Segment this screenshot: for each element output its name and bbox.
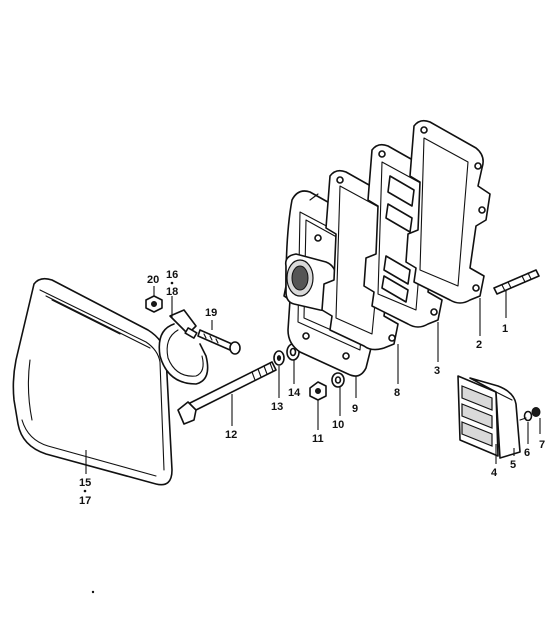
callout-20: 20 (147, 274, 159, 286)
callout-18: 18 (166, 286, 178, 298)
callout-15: 15 (79, 477, 91, 489)
callout-7: 7 (539, 439, 545, 451)
washer-10 (331, 372, 345, 388)
callout-5: 5 (510, 459, 516, 471)
callout-11: 11 (312, 433, 324, 445)
callout-2: 2 (476, 339, 482, 351)
callout-labels: 1 2 3 4 5 6 7 8 9 10 11 12 13 14 15 17 1… (79, 269, 545, 507)
stray-dot (91, 590, 95, 594)
callout-9: 9 (352, 403, 358, 415)
stud-1 (493, 269, 540, 295)
nut-11 (309, 381, 327, 401)
gasket-2 (405, 119, 491, 304)
callout-19: 19 (205, 307, 217, 319)
callout-6: 6 (524, 447, 530, 459)
callout-4: 4 (491, 467, 498, 479)
clamp-16-18 (158, 309, 209, 385)
washer-13 (273, 350, 285, 366)
callout-10: 10 (332, 419, 344, 431)
silencer-cover (12, 277, 173, 486)
screw-19 (197, 329, 241, 355)
callout-13: 13 (271, 401, 283, 413)
reed-valve-4-5 (457, 375, 521, 459)
screw-6-7 (519, 407, 541, 422)
callout-3: 3 (434, 365, 440, 377)
bolt-12 (177, 361, 277, 425)
nut-20 (145, 295, 163, 313)
callout-8: 8 (394, 387, 400, 399)
callout-14: 14 (288, 387, 301, 399)
callout-16: 16 (166, 269, 178, 281)
callout-1: 1 (502, 323, 508, 335)
callout-12: 12 (225, 429, 237, 441)
leader-lines (85, 286, 541, 474)
callout-17: 17 (79, 495, 91, 507)
